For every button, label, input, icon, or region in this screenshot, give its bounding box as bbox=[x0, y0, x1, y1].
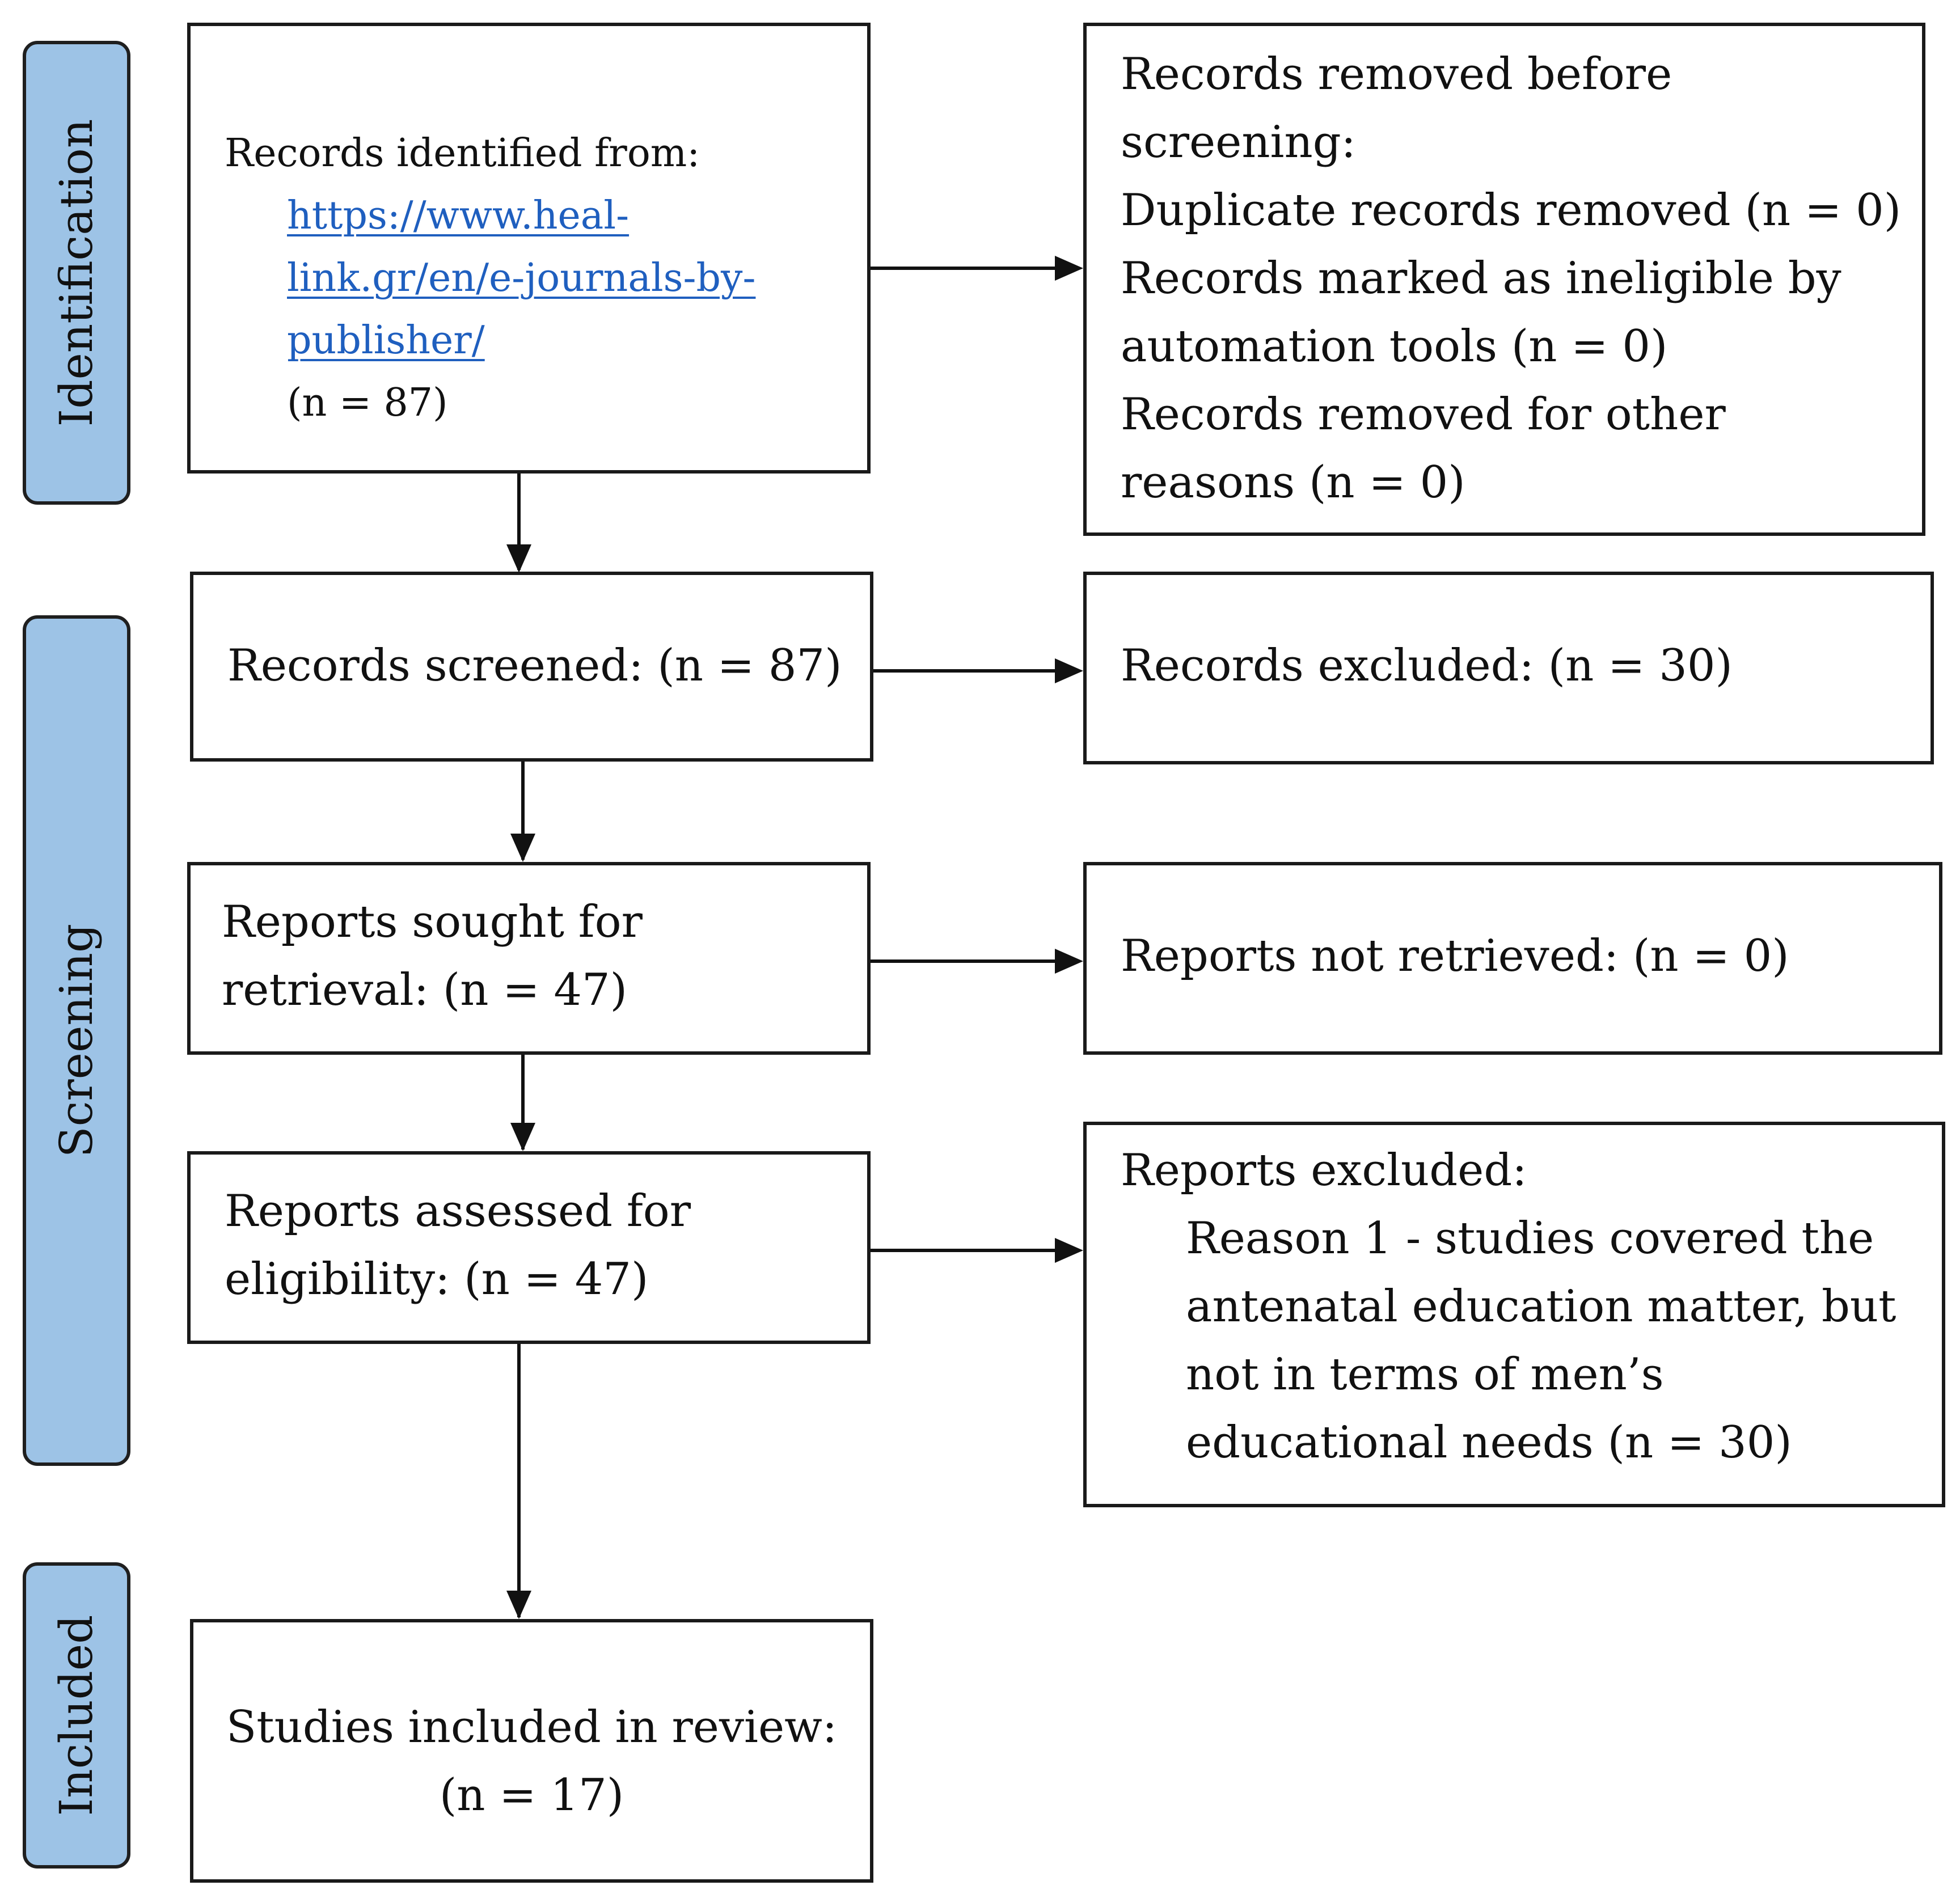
records-screened-box: Records screened: (n = 87) bbox=[190, 572, 873, 762]
other-reasons-line2: reasons (n = 0) bbox=[1121, 457, 1465, 508]
records-excluded-box: Records excluded: (n = 30) bbox=[1083, 572, 1934, 764]
studies-included-box: Studies included in review: (n = 17) bbox=[190, 1619, 873, 1883]
arrowhead-down-2 bbox=[510, 834, 535, 862]
reports-excluded-heading: Reports excluded: bbox=[1121, 1145, 1527, 1196]
records-identified-heading: Records identified from: bbox=[225, 131, 700, 176]
exclusion-reason-line3: not in terms of men’s bbox=[1186, 1349, 1664, 1400]
arrowhead-right-2 bbox=[1055, 658, 1083, 683]
records-excluded-text: Records excluded: (n = 30) bbox=[1121, 640, 1733, 691]
reports-assessed-line1: Reports assessed for bbox=[225, 1186, 691, 1237]
duplicate-records-line: Duplicate records removed (n = 0) bbox=[1121, 185, 1902, 236]
reports-excluded-box: Reports excluded: Reason 1 - studies cov… bbox=[1083, 1122, 1945, 1507]
ineligible-records-line1: Records marked as ineligible by bbox=[1121, 253, 1841, 304]
ineligible-records-line2: automation tools (n = 0) bbox=[1121, 321, 1668, 372]
reports-not-retrieved-text: Reports not retrieved: (n = 0) bbox=[1121, 931, 1789, 982]
records-screened-text: Records screened: (n = 87) bbox=[227, 640, 842, 691]
arrowhead-right-3 bbox=[1055, 949, 1083, 974]
reports-assessed-line2: eligibility: (n = 47) bbox=[225, 1254, 649, 1305]
phase-screening: Screening bbox=[23, 615, 130, 1466]
records-removed-box: Records removed before screening: Duplic… bbox=[1083, 23, 1925, 536]
studies-included-line1: Studies included in review: bbox=[226, 1702, 838, 1753]
arrowhead-right-4 bbox=[1055, 1238, 1083, 1263]
arrowhead-down-3 bbox=[510, 1123, 535, 1151]
source-link-line3[interactable]: publisher/ bbox=[287, 318, 485, 363]
exclusion-reason-line1: Reason 1 - studies covered the bbox=[1186, 1213, 1874, 1264]
reports-not-retrieved-box: Reports not retrieved: (n = 0) bbox=[1083, 862, 1942, 1055]
source-link-line1[interactable]: https://www.heal- bbox=[287, 193, 630, 238]
records-removed-line2: screening: bbox=[1121, 117, 1356, 168]
records-identified-box: Records identified from: https://www.hea… bbox=[187, 23, 871, 474]
exclusion-reason-line2: antenatal education matter, but bbox=[1186, 1281, 1896, 1332]
arrowhead-down-4 bbox=[506, 1591, 531, 1619]
studies-included-line2: (n = 17) bbox=[439, 1770, 624, 1821]
reports-sought-line1: Reports sought for bbox=[222, 897, 643, 948]
records-identified-count: (n = 87) bbox=[287, 381, 448, 425]
reports-sought-line2: retrieval: (n = 47) bbox=[222, 965, 628, 1016]
phase-identification: Identification bbox=[23, 41, 130, 505]
other-reasons-line1: Records removed for other bbox=[1121, 389, 1726, 440]
reports-assessed-box: Reports assessed for eligibility: (n = 4… bbox=[187, 1151, 871, 1344]
arrowhead-right-1 bbox=[1055, 256, 1083, 281]
source-link-line2[interactable]: link.gr/en/e-journals-by- bbox=[287, 256, 756, 301]
arrowhead-down-1 bbox=[506, 544, 531, 573]
reports-sought-box: Reports sought for retrieval: (n = 47) bbox=[187, 862, 871, 1055]
exclusion-reason-line4: educational needs (n = 30) bbox=[1186, 1417, 1792, 1468]
phase-included: Included bbox=[23, 1562, 130, 1869]
records-removed-line1: Records removed before bbox=[1121, 49, 1672, 100]
